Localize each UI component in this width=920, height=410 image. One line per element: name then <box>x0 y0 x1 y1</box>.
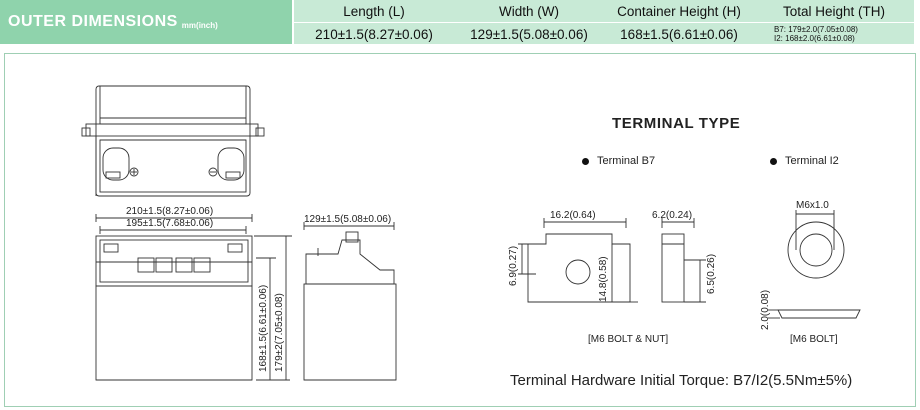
val-total-height: B7: 179±2.0(7.05±0.08) I2: 168±2.0(6.61±… <box>754 23 914 45</box>
b7-bolt-label: [M6 BOLT & NUT] <box>588 334 669 345</box>
front-total-height-label: 179±2(7.05±0.08) <box>274 293 285 372</box>
side-width-label: 129±1.5(5.08±0.06) <box>304 214 392 225</box>
total-height-b7: B7: 179±2.0(7.05±0.08) <box>774 25 858 34</box>
dimensions-table: Length (L) Width (W) Container Height (H… <box>294 0 914 44</box>
terminal-type-title: TERMINAL TYPE <box>612 115 741 132</box>
torque-note: Terminal Hardware Initial Torque: B7/I2(… <box>510 372 853 389</box>
front-length-label: 210±1.5(8.27±0.06) <box>126 206 214 217</box>
table-value-row: 210±1.5(8.27±0.06) 129±1.5(5.08±0.06) 16… <box>294 22 914 44</box>
terminal-b7-label: Terminal B7 <box>597 155 656 167</box>
col-length: Length (L) <box>343 3 405 19</box>
terminal-b7-heading: Terminal B7 <box>582 155 655 167</box>
battery-front-view <box>95 214 292 381</box>
front-container-height-label: 168±1.5(6.61±0.06) <box>258 284 269 372</box>
b7-h3-label: 6.5(0.26) <box>706 253 717 294</box>
title-text: OUTER DIMENSIONS <box>8 13 178 30</box>
bullet-icon <box>770 157 777 165</box>
battery-top-view <box>81 85 265 197</box>
front-inner-length-label: 195±1.5(7.68±0.06) <box>126 218 214 229</box>
battery-side-view <box>303 222 397 381</box>
b7-width-label: 16.2(0.64) <box>550 210 596 221</box>
i2-bolt-label: [M6 BOLT] <box>790 334 838 345</box>
val-container-height: 168±1.5(6.61±0.06) <box>620 26 738 42</box>
table-header-row: Length (L) Width (W) Container Height (H… <box>294 0 914 22</box>
col-width: Width (W) <box>499 3 559 19</box>
col-container-height: Container Height (H) <box>617 3 741 19</box>
b7-thickness-label: 6.2(0.24) <box>652 210 693 221</box>
col-total-height: Total Height (TH) <box>782 3 886 19</box>
total-height-i2: I2: 168±2.0(6.61±0.08) <box>774 34 855 43</box>
bullet-icon <box>582 157 589 165</box>
terminal-i2-label: Terminal I2 <box>785 155 839 167</box>
unit-text: mm(inch) <box>181 20 218 30</box>
b7-h1-label: 6.9(0.27) <box>508 245 519 286</box>
terminal-i2-drawing <box>768 210 861 319</box>
terminal-b7-drawing <box>518 218 706 303</box>
b7-h2-label: 14.8(0.58) <box>598 256 609 302</box>
i2-thread-label: M6x1.0 <box>796 200 829 211</box>
val-length: 210±1.5(8.27±0.06) <box>315 26 433 42</box>
val-width: 129±1.5(5.08±0.06) <box>470 26 588 42</box>
outer-dimensions-title: OUTER DIMENSIONS mm(inch) <box>0 0 292 44</box>
terminal-i2-heading: Terminal I2 <box>770 155 839 167</box>
i2-height-label: 2.0(0.08) <box>760 289 771 330</box>
